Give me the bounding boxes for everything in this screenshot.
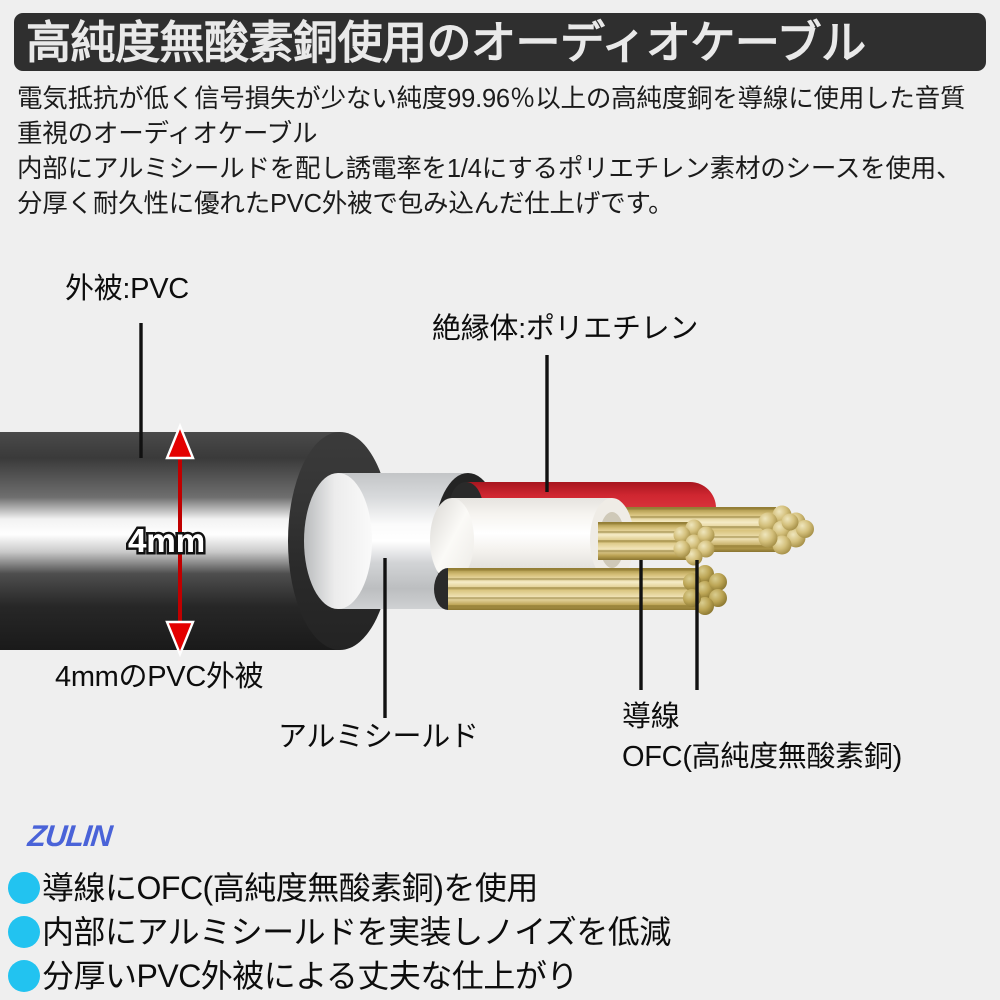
description-text: 電気抵抗が低く信号損失が少ない純度99.96％以上の高純度銅を導線に使用した音質… [17,85,966,218]
strand-face-upper [758,505,814,555]
label-conductor: 導線 [622,701,680,733]
list-item: 内部にアルミシールドを実装しノイズを低減 [8,910,998,954]
conductor-bundle-middle [598,519,715,566]
feature-bullet-list: 導線にOFC(高純度無酸素銅)を使用 内部にアルミシールドを実装しノイズを低減 … [8,866,998,998]
bullet-dot-icon [8,960,40,992]
list-item: 導線にOFC(高純度無酸素銅)を使用 [8,866,998,910]
bullet-label: 分厚いPVC外被による丈夫な仕上がり [42,958,578,994]
dimension-arrow-4mm [165,422,195,658]
label-aluminium-shield: アルミシールド [278,721,479,753]
bullet-label: 導線にOFC(高純度無酸素銅)を使用 [42,870,538,906]
cable-cutaway-diagram [0,230,1000,810]
label-insulator: 絶縁体:ポリエチレン [432,313,699,345]
conductor-bundle-lower [434,565,727,615]
page-title: 高純度無酸素銅使用のオーディオケーブル [26,16,866,68]
bullet-dot-icon [8,916,40,948]
bullet-label: 内部にアルミシールドを実装しノイズを低減 [42,914,671,950]
brand-logo: ZULIN [26,820,114,853]
label-conductor-ofc: OFC(高純度無酸素銅) [622,741,902,773]
label-outer-jacket: 外被:PVC [65,273,189,305]
label-dimension: 4mm [128,522,206,559]
leader-lines [139,323,699,718]
label-jacket-thickness: 4mmのPVC外被 [55,661,264,693]
label-dimension-outline: 4mm [125,520,207,562]
bullet-dot-icon [8,872,40,904]
header-bar: 高純度無酸素銅使用のオーディオケーブル [14,13,986,71]
list-item: 分厚いPVC外被による丈夫な仕上がり [8,954,998,998]
